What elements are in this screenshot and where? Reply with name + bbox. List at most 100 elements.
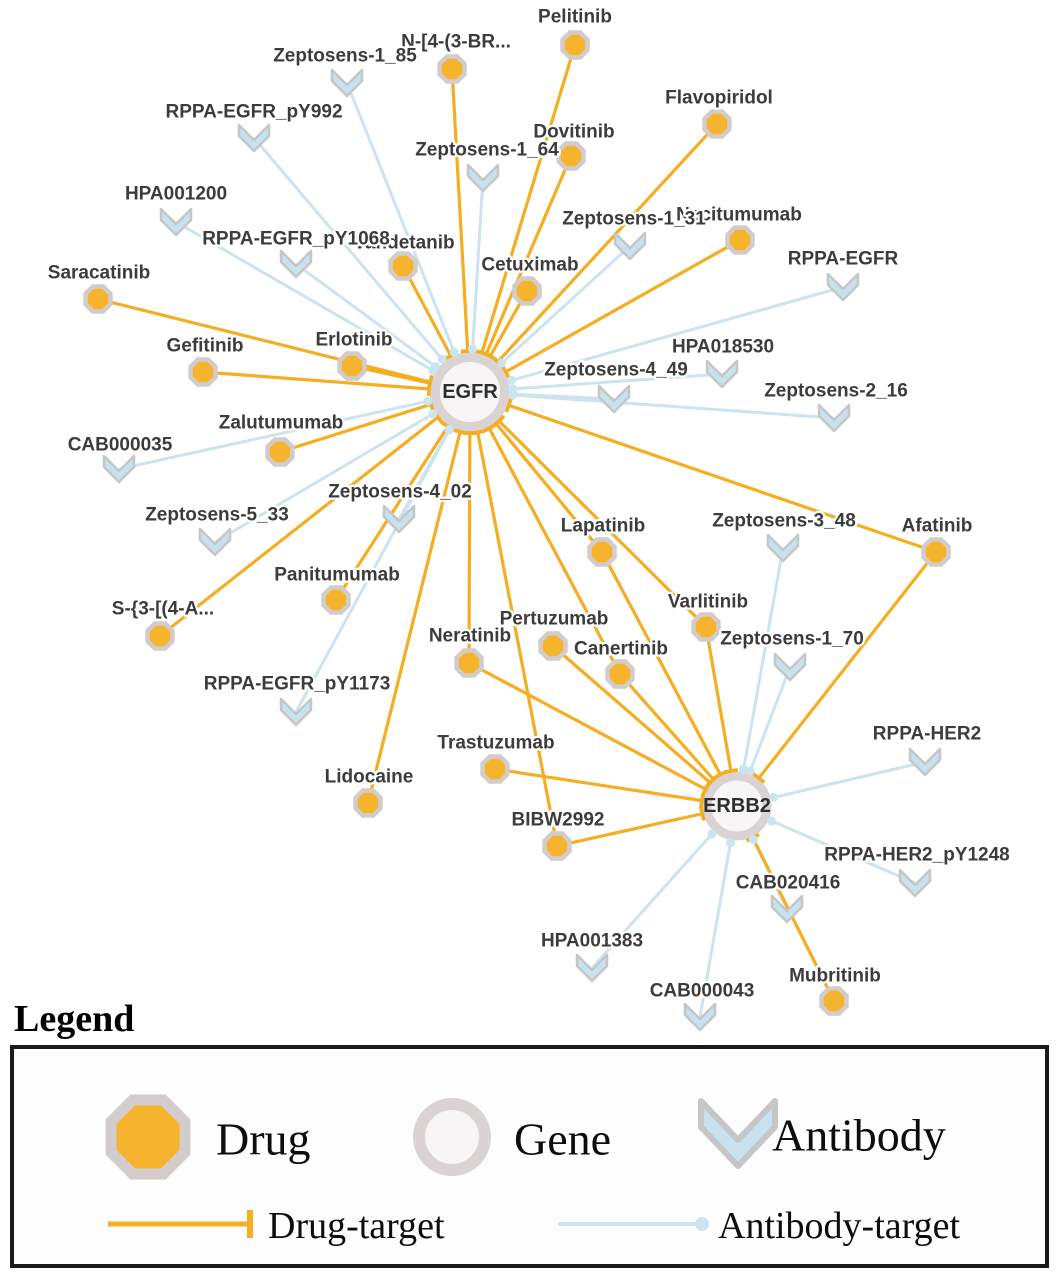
drug-octagon-icon xyxy=(556,141,586,171)
drug-target-edge-canertinib xyxy=(468,391,622,675)
antibody-target-edge-hpa001200 xyxy=(175,220,471,394)
node-label-dovitinib: Dovitinib xyxy=(533,122,614,143)
drug-node-trastuzumab xyxy=(480,754,510,784)
antibody-chevron-icon xyxy=(466,163,500,193)
antibody-node-zeptosens-1-70 xyxy=(773,652,807,682)
antibody-edge-cap xyxy=(506,375,516,385)
drug-target-edge-varlitinib xyxy=(468,390,708,629)
drug-edge-cap xyxy=(504,398,513,413)
node-label-mubritinib: Mubritinib xyxy=(789,966,881,987)
gene-legend-label: Gene xyxy=(514,1114,611,1165)
legend: Legend Drug Gene Antibody Drug-target xyxy=(10,998,1049,1268)
drug-target-edge-saracatinib xyxy=(97,297,471,394)
layer-drug-edges xyxy=(97,44,938,1002)
antibody-edge-cap xyxy=(497,358,507,368)
drug-node-afatinib xyxy=(921,537,951,567)
antibody-edge-cap xyxy=(748,835,758,845)
antibody-node-rppa-egfr-py992 xyxy=(237,123,271,153)
drug-target-edge-afatinib xyxy=(469,390,937,554)
node-label-rppa-egfr-py992: RPPA-EGFR_pY992 xyxy=(165,102,342,123)
node-label-cab000035: CAB000035 xyxy=(68,435,173,456)
antibody-edge-cap xyxy=(739,764,749,774)
layer-labels: PelitinibN-[4-(3-BR...DovitinibFlavopiri… xyxy=(46,4,1012,1004)
drug-node-cetuximab xyxy=(512,276,542,306)
drug-edge-cap xyxy=(707,773,720,786)
node-label-neratinib: Neratinib xyxy=(429,626,511,647)
gene-label-egfr: EGFR xyxy=(442,381,498,403)
drug-octagon-icon xyxy=(542,831,572,861)
node-label-saracatinib: Saracatinib xyxy=(48,263,150,284)
drug-target-edge-necitumumab xyxy=(469,238,741,394)
antibody-target-edge-rppa-egfr-py992 xyxy=(252,137,472,393)
antibody-node-cab000035 xyxy=(102,454,136,484)
antibody-chevron-icon xyxy=(683,1002,717,1032)
node-label-hpa001200: HPA001200 xyxy=(125,184,227,205)
antibody-chevron-icon xyxy=(898,868,932,898)
node-label-zeptosens-2-16: Zeptosens-2_16 xyxy=(764,381,908,402)
antibody-node-zeptosens-1-85 xyxy=(330,68,364,98)
antibody-node-cab000043 xyxy=(683,1002,717,1032)
antibody-node-rppa-egfr-py1173 xyxy=(279,697,313,727)
drug-edge-cap xyxy=(426,375,434,391)
antibody-edge-cap xyxy=(468,344,478,354)
antibody-chevron-icon xyxy=(817,403,851,433)
node-label-varlitinib: Varlitinib xyxy=(668,592,748,613)
node-label-lapatinib: Lapatinib xyxy=(561,516,645,537)
antibody-chevron-icon xyxy=(766,533,800,563)
drug-target-edge-neratinib xyxy=(467,391,472,664)
drug-target-edge-n-4-3-br xyxy=(450,68,472,393)
drug-edge-cap xyxy=(483,351,498,362)
drug-node-canertinib xyxy=(605,659,635,689)
antibody-chevron-icon xyxy=(770,894,804,924)
drug-target-edge-pertuzumab xyxy=(551,644,739,808)
layer-genes xyxy=(430,352,772,841)
node-label-rppa-egfr: RPPA-EGFR xyxy=(788,249,899,270)
node-label-rppa-egfr-py1068: RPPA-EGFR_pY1068 xyxy=(202,229,390,250)
drug-octagon-icon xyxy=(388,251,418,281)
antibody-target-edge-zeptosens-5-33 xyxy=(214,390,471,544)
node-label-panitumumab: Panitumumab xyxy=(274,565,400,586)
antibody-chevron-icon xyxy=(159,207,193,237)
drug-octagon-icon xyxy=(437,54,467,84)
drug-edge-cap xyxy=(723,768,739,774)
drug-target-edge-neratinib xyxy=(468,661,738,808)
drug-node-lapatinib xyxy=(587,537,617,567)
drug-target-edge-pelitinib xyxy=(468,44,577,393)
drug-target-edge-trastuzumab xyxy=(494,767,738,808)
antibody-chevron-icon xyxy=(613,231,647,261)
antibody-node-rppa-her2-py1248 xyxy=(898,868,932,898)
drug-target-edge-lidocaine xyxy=(366,391,472,804)
node-label-necitumumab: Necitumumab xyxy=(676,205,802,226)
node-label-rppa-her2: RPPA-HER2 xyxy=(873,724,981,745)
gene-node-erbb2 xyxy=(702,771,772,841)
antibody-edge-cap xyxy=(508,390,518,400)
antibody-target-edge-cab000035 xyxy=(118,390,471,471)
antibody-edge-cap xyxy=(430,362,440,372)
network-layer: PelitinibN-[4-(3-BR...DovitinibFlavopiri… xyxy=(46,4,1012,1032)
node-label-zeptosens-1-85: Zeptosens-1_85 xyxy=(273,46,417,67)
drug-node-dovitinib xyxy=(556,141,586,171)
antibody-node-rppa-her2 xyxy=(908,747,942,777)
drug-node-necitumumab xyxy=(725,225,755,255)
node-label-vandetanib: Vandetanib xyxy=(353,233,454,254)
antibody-node-rppa-egfr xyxy=(826,272,860,302)
antibody-chevron-icon xyxy=(330,68,364,98)
drug-node-varlitinib xyxy=(691,612,721,642)
drug-node-s-3-4-a xyxy=(145,621,175,651)
drug-target-legend-label: Drug-target xyxy=(268,1205,445,1247)
antibody-chevron-icon xyxy=(237,123,271,153)
node-label-zeptosens-3-48: Zeptosens-3_48 xyxy=(712,511,856,532)
antibody-chevron-icon xyxy=(382,504,416,534)
drug-edge-cap xyxy=(470,429,485,436)
antibody-target-edge-zeptosens-3-48 xyxy=(735,547,785,807)
antibody-edge-cap xyxy=(707,829,717,839)
gene-legend-icon xyxy=(413,1098,491,1176)
antibody-node-zeptosens-4-02 xyxy=(382,504,416,534)
drug-octagon-icon xyxy=(454,648,484,678)
drug-octagon-icon xyxy=(512,276,542,306)
antibody-target-edge-zeptosens-1-85 xyxy=(345,82,472,393)
node-label-zeptosens-1-31: Zeptosens-1_31 xyxy=(562,209,706,230)
node-label-canertinib: Canertinib xyxy=(574,639,668,660)
antibody-target-edge-zeptosens-2-16 xyxy=(469,390,835,420)
